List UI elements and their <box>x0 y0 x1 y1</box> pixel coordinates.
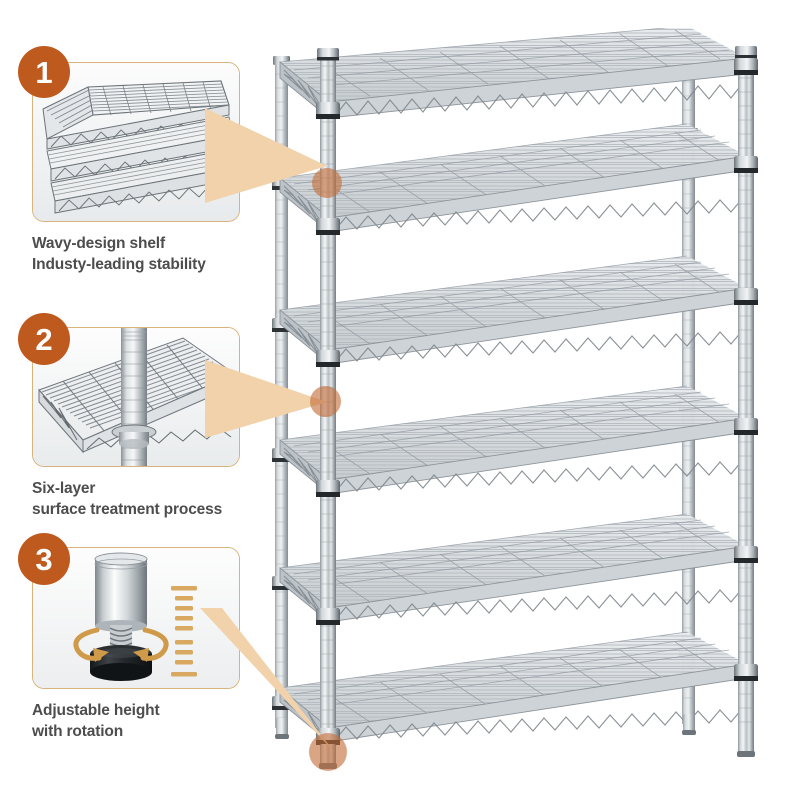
marker-dot-adjustable-foot <box>309 733 347 771</box>
shelf-level-1 <box>279 28 748 119</box>
feature-1-badge-number: 1 <box>18 46 70 98</box>
shelf-level-3 <box>279 255 748 365</box>
feature-3-badge-number: 3 <box>18 533 70 585</box>
feature-1-caption: Wavy-design shelf Industy-leading stabil… <box>32 235 206 274</box>
pointer-arrow-2 <box>205 360 330 443</box>
shelf-level-5 <box>279 513 748 623</box>
leg-tube <box>94 552 148 632</box>
rotation-arrows <box>73 627 169 661</box>
leveling-foot-front-right <box>737 732 755 757</box>
feature-2-image-card <box>32 327 240 467</box>
feature-callout-3: 3 Adjustable height with rotation <box>0 533 270 743</box>
post-front-right <box>734 46 758 757</box>
feature-3-caption: Adjustable height with rotation <box>32 702 160 741</box>
shelf-level-6 <box>279 631 748 743</box>
feature-callout-1: 1 Wavy-design shelf Industy-leading stab… <box>0 46 270 276</box>
shelf-level-2 <box>279 123 748 233</box>
rotation-arrowheads <box>93 648 149 662</box>
feature-2-badge-number: 2 <box>18 313 70 365</box>
pointer-arrow-1 <box>205 108 330 208</box>
feature-2-caption: Six-layer surface treatment process <box>32 480 223 519</box>
marker-dot-surface-treatment <box>310 386 341 417</box>
leveling-foot-rear-right <box>682 714 696 735</box>
marker-dot-wavy-shelf <box>312 168 342 198</box>
rubber-foot <box>90 645 152 681</box>
shelf-level-4 <box>279 385 748 495</box>
feature-callout-2: 2 Six-layer surface treatment process <box>0 313 270 521</box>
leveling-foot-rear-left <box>275 718 289 739</box>
pointer-arrow-3 <box>200 608 340 763</box>
product-image-wire-shelving <box>250 28 800 788</box>
height-scale-ticks <box>171 586 197 677</box>
